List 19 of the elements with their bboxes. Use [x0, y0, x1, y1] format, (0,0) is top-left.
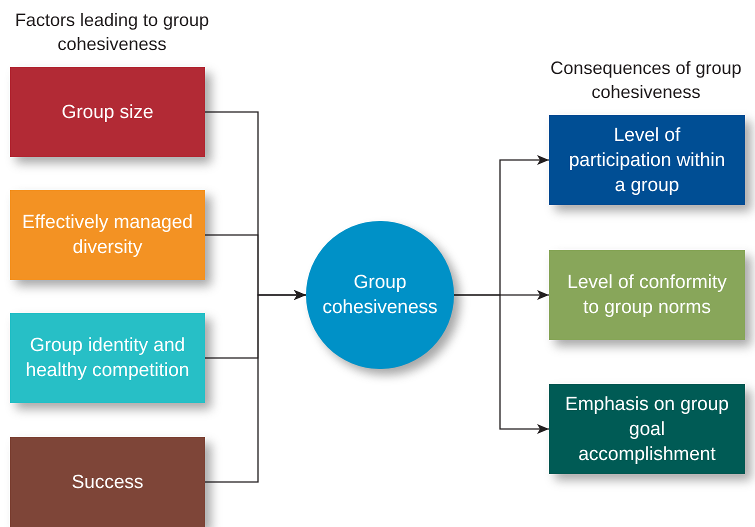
factor-box: [10, 190, 205, 280]
node-text: Group size: [62, 100, 154, 124]
factor-box: [10, 313, 205, 403]
column-heading: Factors leading to group cohesiveness: [14, 9, 210, 56]
node-text: Group cohesiveness: [321, 271, 439, 320]
factor-box: [549, 250, 745, 340]
factor-box: [10, 437, 205, 527]
connector-arrow: [454, 294, 549, 434]
connector-arrow: [205, 290, 306, 483]
node-text: Success: [72, 470, 144, 494]
node-text: Emphasis on group goal accomplishment: [564, 392, 730, 466]
factor-box: [10, 67, 205, 157]
node-text: Effectively managed diversity: [22, 211, 193, 260]
column-heading: Consequences of group cohesiveness: [549, 57, 743, 104]
node-text: Level of participation within a group: [568, 124, 726, 198]
node-text: Group identity and healthy competition: [24, 334, 190, 383]
factor-box: [549, 384, 745, 474]
factor-box: [549, 115, 745, 205]
node-text: Level of conformity to group norms: [566, 271, 728, 320]
